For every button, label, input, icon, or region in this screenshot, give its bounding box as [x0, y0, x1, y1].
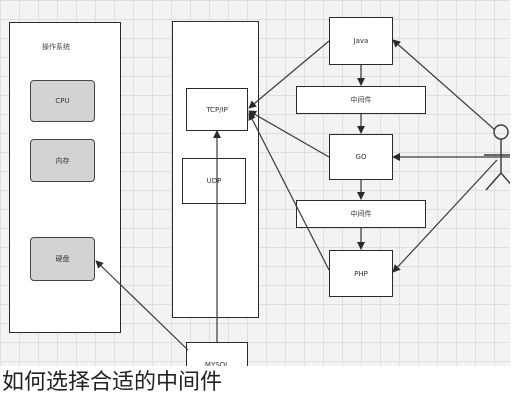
memory-box: 内存 — [30, 139, 95, 182]
mysql-to-disk-arrow — [95, 260, 189, 351]
php-to-tcpip-arrow — [248, 112, 330, 271]
os-panel-title: 操作系统 — [42, 43, 70, 51]
cpu-box: CPU — [30, 80, 95, 122]
udp-box: UDP — [182, 158, 246, 204]
disk-box: 硬盘 — [30, 237, 95, 281]
php-box: PHP — [329, 250, 393, 297]
actor-to-java-arrow — [392, 39, 496, 131]
mysql-box: MYSQL — [186, 342, 248, 366]
java-to-tcpip-arrow — [248, 40, 330, 109]
tcpip-box: TCP/IP — [186, 88, 248, 131]
right-margin — [510, 0, 521, 366]
caption: 如何选择合适的中间件 — [0, 366, 521, 400]
middleware-box-2: 中间件 — [296, 200, 426, 228]
go-to-tcpip-arrow — [248, 110, 330, 158]
java-box: Java — [329, 17, 393, 65]
actor-to-php-arrow — [392, 159, 498, 273]
diagram-canvas: 操作系统 CPU 内存 硬盘 TCP/IP UDP MYSQL Java 中间件… — [0, 0, 521, 366]
middleware-box-1: 中间件 — [296, 86, 426, 114]
connector-layer — [95, 39, 521, 351]
